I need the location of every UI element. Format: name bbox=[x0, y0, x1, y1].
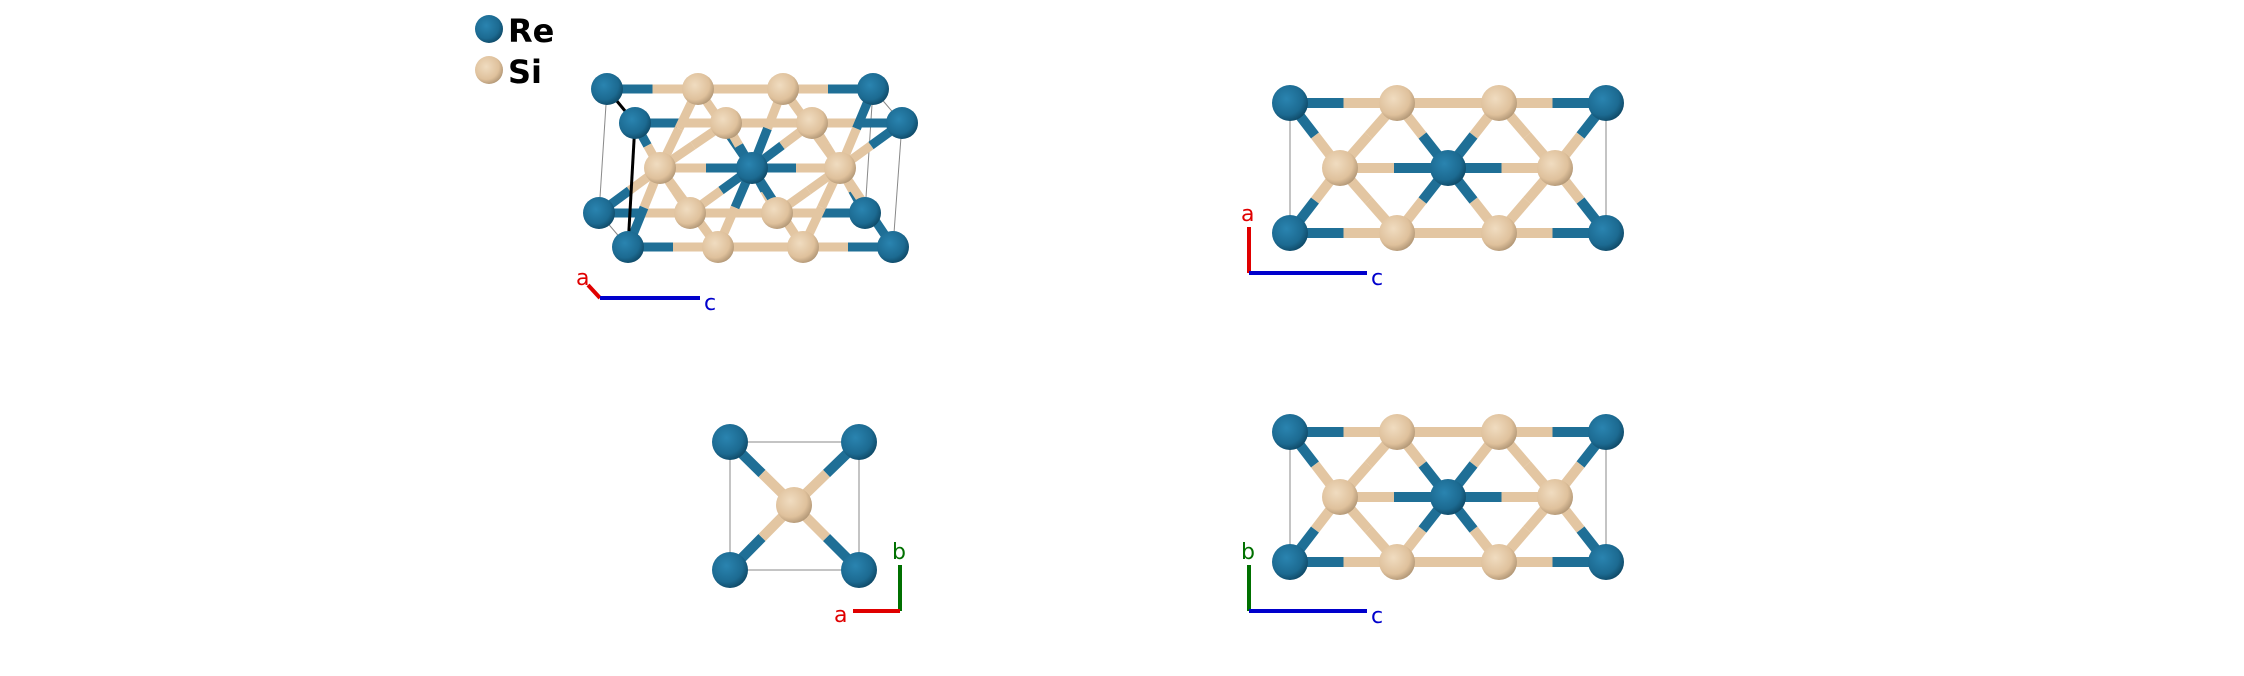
legend-re-label: Re bbox=[508, 12, 554, 50]
re-atom bbox=[1588, 414, 1624, 450]
si-atom bbox=[761, 197, 793, 229]
axis-c-label: c bbox=[1371, 604, 1383, 629]
re-atom bbox=[1588, 215, 1624, 251]
re-atom bbox=[1588, 544, 1624, 580]
si-atom bbox=[1379, 215, 1415, 251]
si-atom bbox=[1537, 150, 1573, 186]
si-atom bbox=[1481, 544, 1517, 580]
re-atom bbox=[1430, 479, 1466, 515]
si-atom bbox=[776, 487, 812, 523]
legend-si-label: Si bbox=[508, 53, 542, 91]
view-along-c bbox=[712, 424, 877, 588]
re-atom bbox=[841, 552, 877, 588]
re-atom bbox=[619, 107, 651, 139]
si-atom bbox=[1481, 414, 1517, 450]
si-atom bbox=[702, 231, 734, 263]
si-atom bbox=[710, 107, 742, 139]
re-atom bbox=[1430, 150, 1466, 186]
re-atom bbox=[1272, 215, 1308, 251]
axis-a-label: a bbox=[834, 603, 847, 628]
element-legend: Re Si bbox=[475, 12, 554, 91]
axis-a-label: a bbox=[576, 266, 589, 291]
axis-c-label: c bbox=[1371, 266, 1383, 291]
si-atom bbox=[1322, 479, 1358, 515]
view-along-a bbox=[1272, 414, 1624, 580]
re-atom bbox=[712, 552, 748, 588]
re-atom bbox=[712, 424, 748, 460]
axis-b-label: b bbox=[1241, 540, 1255, 565]
si-atom bbox=[824, 152, 856, 184]
unit-cell-axis-edge bbox=[626, 122, 637, 248]
si-atom bbox=[767, 73, 799, 105]
legend-si-swatch bbox=[475, 56, 503, 84]
si-atom bbox=[1322, 150, 1358, 186]
si-atom bbox=[787, 231, 819, 263]
re-atom bbox=[736, 152, 768, 184]
unit-cell-edge bbox=[598, 88, 608, 214]
si-atom bbox=[1481, 215, 1517, 251]
re-atom bbox=[1272, 85, 1308, 121]
axis-c-label: c bbox=[704, 291, 716, 316]
axis-a-label: a bbox=[1241, 202, 1254, 227]
si-atom bbox=[644, 152, 676, 184]
si-atom bbox=[796, 107, 828, 139]
re-atom bbox=[857, 73, 889, 105]
si-atom bbox=[1537, 479, 1573, 515]
re-atom bbox=[1588, 85, 1624, 121]
re-atom bbox=[1272, 544, 1308, 580]
axis-b-label: b bbox=[892, 540, 906, 565]
re-atom bbox=[591, 73, 623, 105]
si-atom bbox=[1379, 85, 1415, 121]
legend-re-swatch bbox=[475, 15, 503, 43]
si-atom bbox=[1379, 414, 1415, 450]
si-atom bbox=[1379, 544, 1415, 580]
re-atom bbox=[583, 197, 615, 229]
re-atom bbox=[849, 197, 881, 229]
si-atom bbox=[682, 73, 714, 105]
unit-cell-edge bbox=[892, 122, 903, 248]
re-atom bbox=[886, 107, 918, 139]
re-atom bbox=[1272, 414, 1308, 450]
re-atom bbox=[612, 231, 644, 263]
si-atom bbox=[1481, 85, 1517, 121]
perspective-view bbox=[583, 73, 918, 263]
re-atom bbox=[841, 424, 877, 460]
re-atom bbox=[877, 231, 909, 263]
view-along-b bbox=[1272, 85, 1624, 251]
axis-a-line bbox=[586, 283, 602, 300]
si-atom bbox=[674, 197, 706, 229]
